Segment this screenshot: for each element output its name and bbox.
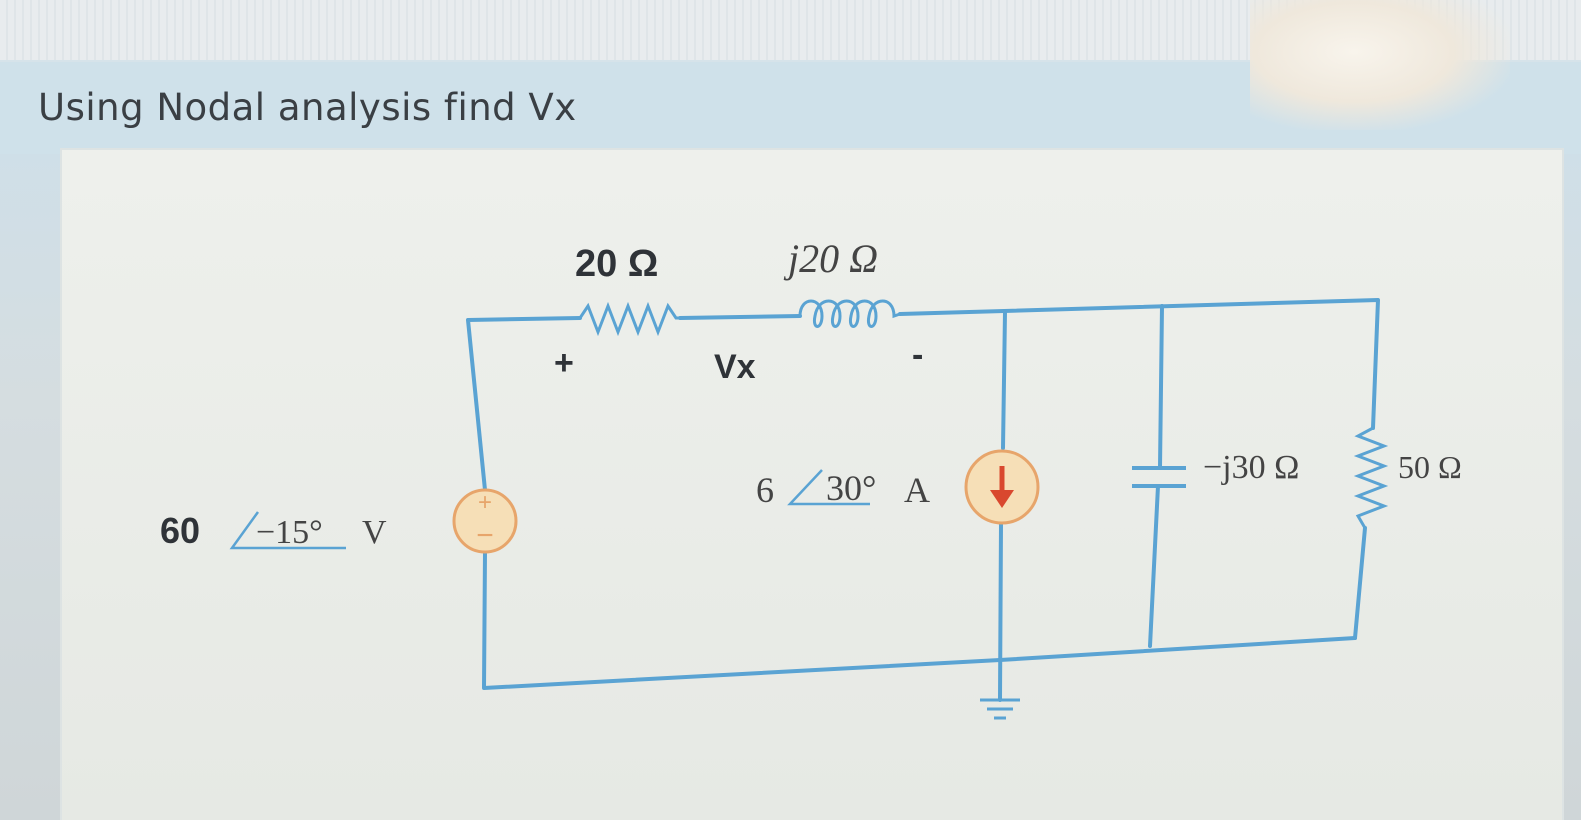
- resistor-50-label: 50 Ω: [1398, 449, 1462, 485]
- circuit-panel: [62, 150, 1562, 820]
- angle-symbol-source: [229, 511, 346, 550]
- resistor-20-label: 20 Ω: [575, 243, 658, 285]
- vx-minus-sign: -: [912, 336, 923, 374]
- current-magnitude: 6: [756, 470, 774, 510]
- wire-right-lower: [1353, 526, 1367, 640]
- current-source: [964, 449, 1040, 525]
- svg-text:+: +: [478, 489, 492, 516]
- wire-top-right: [898, 298, 1380, 430]
- wire-current-branch-top: [1001, 310, 1007, 450]
- wire-mid: [678, 314, 802, 320]
- wire-current-branch-bottom: [998, 522, 1003, 702]
- capacitor-symbol: [1132, 466, 1186, 488]
- angle-symbol-current: [787, 469, 870, 506]
- inductor-symbol: [798, 299, 901, 328]
- screen-glare: [1250, 0, 1510, 130]
- wire-cap-branch-bottom: [1148, 484, 1160, 648]
- wire-left-top: [466, 316, 582, 492]
- source-unit: V: [362, 514, 387, 551]
- current-angle: 30°: [826, 468, 876, 508]
- current-unit: A: [904, 470, 930, 510]
- wire-cap-branch-top: [1158, 304, 1164, 470]
- vx-label: Vx: [714, 348, 756, 386]
- ground-icon: [980, 698, 1020, 720]
- resistor-20-ohm-symbol: [578, 301, 680, 337]
- source-angle: −15°: [256, 514, 323, 551]
- capacitor-label: −j30 Ω: [1203, 449, 1299, 486]
- question-text: Using Nodal analysis find Vx: [38, 86, 577, 129]
- svg-text:−: −: [476, 519, 494, 552]
- wire-left-bottom: [482, 550, 1357, 690]
- vx-plus-sign: +: [554, 344, 574, 382]
- source-magnitude: 60: [160, 510, 200, 551]
- resistor-50-ohm-symbol: [1353, 426, 1389, 529]
- inductor-label: j20 Ω: [783, 236, 878, 281]
- voltage-source: + −: [452, 488, 518, 554]
